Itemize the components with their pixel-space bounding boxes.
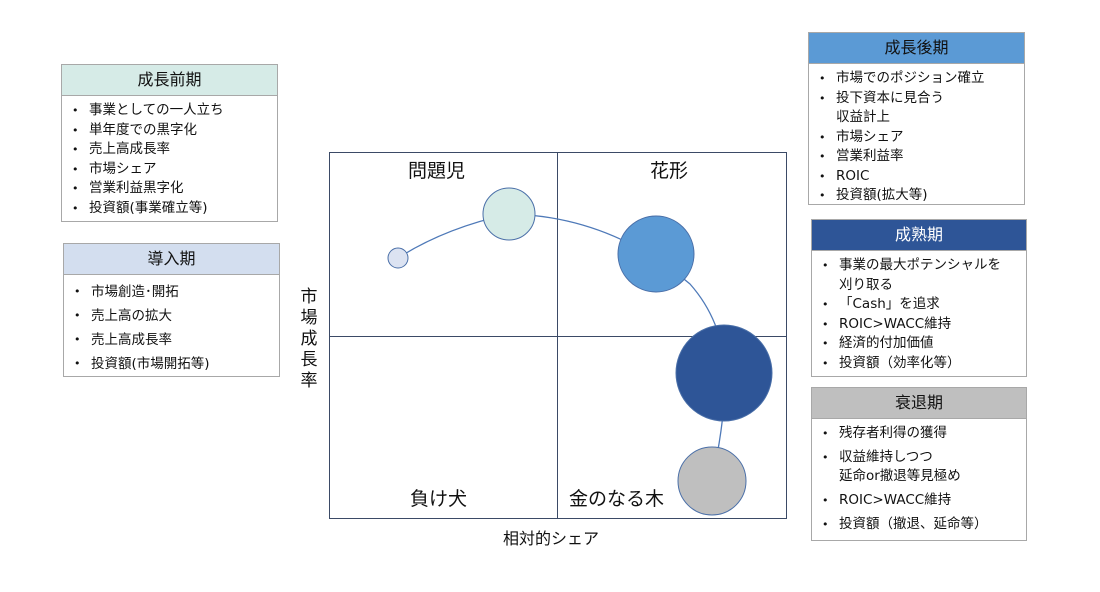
quadrant-label-top-left: 問題児	[408, 160, 466, 182]
matrix-horizontal-divider	[329, 336, 787, 337]
list-item: 売上高の拡大	[74, 304, 275, 328]
x-axis-label: 相対的シェア	[503, 529, 600, 548]
list-item: 投資額(市場開拓等)	[74, 352, 275, 376]
matrix-vertical-divider	[557, 152, 558, 519]
list-item: 経済的付加価値	[822, 334, 1022, 354]
list-item: 事業としての一人立ち	[72, 101, 273, 121]
quadrant-label-top-right: 花形	[650, 160, 689, 182]
list-item: 投資額(事業確立等)	[72, 199, 273, 219]
list-item: 市場創造･開拓	[74, 280, 275, 304]
panel-suitai: 衰退期 残存者利得の獲得 収益維持しつつ 延命or撤退等見極め ROIC>WAC…	[811, 387, 1027, 541]
list-item: 投資額（効率化等）	[822, 354, 1022, 374]
stage-bubble-dounyu	[387, 247, 409, 269]
panel-title: 衰退期	[812, 388, 1026, 419]
panel-list: 残存者利得の獲得 収益維持しつつ 延命or撤退等見極め ROIC>WACC維持 …	[812, 419, 1026, 538]
panel-list: 事業としての一人立ち 単年度での黒字化 売上高成長率 市場シェア 営業利益黒字化…	[62, 96, 277, 222]
list-item: 投下資本に見合う 収益計上	[819, 89, 1020, 128]
list-item: 残存者利得の獲得	[822, 424, 1022, 443]
panel-list: 市場でのポジション確立 投下資本に見合う 収益計上 市場シェア 営業利益率 RO…	[809, 64, 1024, 210]
list-item: 売上高成長率	[74, 328, 275, 352]
list-item: 営業利益黒字化	[72, 179, 273, 199]
list-item: 市場シェア	[72, 160, 273, 180]
quadrant-label-bottom-left: 負け犬	[410, 488, 468, 510]
panel-list: 事業の最大ポテンシャルを 刈り取る 「Cash」を追求 ROIC>WACC維持 …	[812, 251, 1026, 377]
panel-title: 成長後期	[809, 33, 1024, 64]
y-axis-label: 市場 成長率	[300, 287, 318, 391]
list-item: 投資額(拡大等)	[819, 186, 1020, 206]
panel-title: 導入期	[64, 244, 279, 275]
panel-list: 市場創造･開拓 売上高の拡大 売上高成長率 投資額(市場開拓等)	[64, 275, 279, 380]
list-item: 市場シェア	[819, 128, 1020, 148]
panel-title: 成長前期	[62, 65, 277, 96]
panel-dounyu: 導入期 市場創造･開拓 売上高の拡大 売上高成長率 投資額(市場開拓等)	[63, 243, 280, 377]
list-item: ROIC>WACC維持	[822, 491, 1022, 510]
list-item: 事業の最大ポテンシャルを 刈り取る	[822, 256, 1022, 295]
panel-seijuku: 成熟期 事業の最大ポテンシャルを 刈り取る 「Cash」を追求 ROIC>WAC…	[811, 219, 1027, 377]
stage-bubble-seichou-zenki	[482, 187, 536, 241]
list-item: 「Cash」を追求	[822, 295, 1022, 315]
list-item: 売上高成長率	[72, 140, 273, 160]
panel-title: 成熟期	[812, 220, 1026, 251]
stage-bubble-seichou-kouki	[617, 215, 695, 293]
list-item: 単年度での黒字化	[72, 121, 273, 141]
list-item: 営業利益率	[819, 147, 1020, 167]
panel-seichou-zenki: 成長前期 事業としての一人立ち 単年度での黒字化 売上高成長率 市場シェア 営業…	[61, 64, 278, 222]
list-item: 投資額（撤退、延命等）	[822, 515, 1022, 534]
quadrant-label-bottom-right: 金のなる木	[569, 488, 665, 510]
stage-bubble-suitai	[677, 446, 747, 516]
list-item: ROIC	[819, 167, 1020, 187]
list-item: ROIC>WACC維持	[822, 315, 1022, 335]
ppm-matrix	[329, 152, 787, 519]
stage-bubble-seijuku	[675, 324, 773, 422]
list-item: 市場でのポジション確立	[819, 69, 1020, 89]
list-item: 収益維持しつつ 延命or撤退等見極め	[822, 448, 1022, 486]
panel-seichou-kouki: 成長後期 市場でのポジション確立 投下資本に見合う 収益計上 市場シェア 営業利…	[808, 32, 1025, 205]
